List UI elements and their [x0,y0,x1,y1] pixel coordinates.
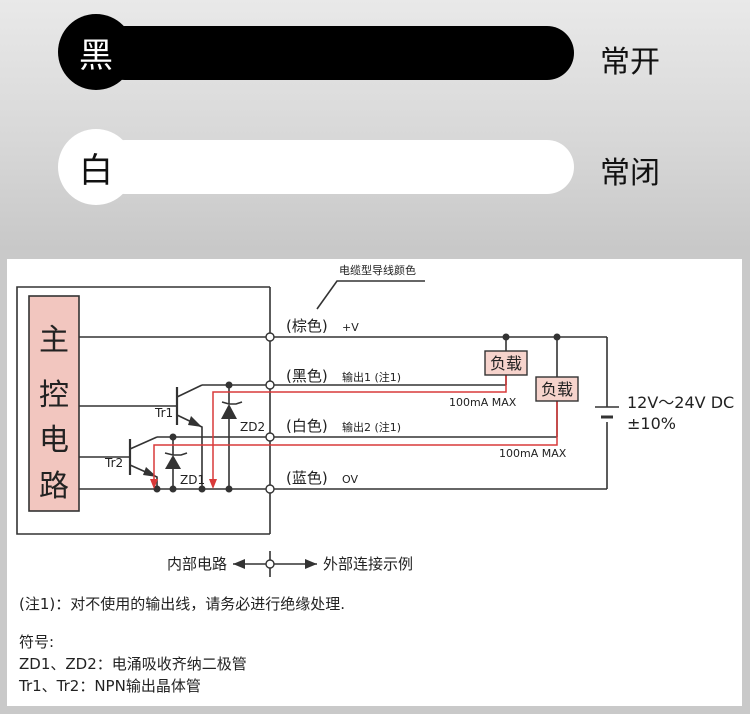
tr2-emitter-arrow [143,467,157,477]
tr2-label: Tr2 [104,456,123,470]
symbols-zener: ZD1、ZD2：电涌吸收齐纳二极管 [19,655,247,673]
wire-white-signal: 输出2 (注1) [342,420,401,434]
load-2-box [535,376,579,402]
junction-dot [225,381,233,389]
supply-voltage: 12V～24V DC [627,393,734,412]
normally-open-label: 常开 [600,45,660,80]
wire-brown-color: (棕色) [286,317,328,335]
zd2-bar [221,401,243,405]
main-circuit-char: 电 [39,423,69,458]
load-1-box [484,350,528,376]
wire-brown-signal: +V [342,321,359,334]
junction-dot [502,333,510,341]
terminal-blue [265,484,275,494]
main-circuit-box [28,295,80,512]
current-arrow-2 [150,479,158,489]
internal-housing-outline [16,286,270,535]
zd2-label: ZD2 [240,420,265,434]
junction-dot [169,433,177,441]
main-circuit-char: 控 [39,378,69,413]
cable-color-caption: 电缆型导线颜色 [339,263,416,277]
supply-tolerance: ±10% [627,414,676,433]
symbols-transistor: Tr1、Tr2：NPN输出晶体管 [18,677,201,695]
zd1-bar [164,452,188,456]
junction-dot [225,485,233,493]
normally-closed-label: 常闭 [600,156,660,191]
current-path-2 [153,401,558,481]
current-rating-2: 100mA MAX [499,447,567,460]
current-rating-1: 100mA MAX [449,396,517,409]
tr1-label: Tr1 [154,406,173,420]
symbols-title: 符号: [19,633,54,651]
terminal-white [265,432,275,442]
wire-color-legend: 黑 常开 白 常闭 [0,0,750,250]
wiring-diagram: 主 控 电 路 负载 负载 电缆型导线颜色 (棕色) +V (黑色) 输出1 (… [16,263,734,695]
white-wire-bar [98,140,574,194]
terminal-black [265,380,275,390]
arrow-right-head [305,559,317,569]
junction-dot [153,485,161,493]
zd1-triangle [165,455,181,469]
internal-circuit-label: 内部电路 [167,555,227,573]
junction-dot [553,333,561,341]
wire-black-color: (黑色) [286,367,328,385]
boundary-marker [265,559,275,569]
tr1-emitter-arrow [188,416,202,427]
main-circuit-char: 主 [39,323,69,358]
load-2-label: 负载 [541,380,573,399]
caption-leader [316,280,425,310]
external-connection-label: 外部连接示例 [323,555,413,573]
load-1-label: 负载 [490,354,522,373]
white-badge: 白 [58,129,134,205]
note-1: (注1)：对不使用的输出线，请务必进行绝缘处理. [19,595,345,613]
wire-blue-color: (蓝色) [286,469,328,487]
wire-blue-signal: OV [342,473,358,486]
tr2-collector [129,436,158,450]
junction-dot [198,485,206,493]
wiring-diagram-panel: 主 控 电 路 负载 负载 电缆型导线颜色 (棕色) +V (黑色) 输出1 (… [7,259,742,706]
current-path-1 [212,375,507,481]
junction-dot [169,485,177,493]
zd2-triangle [221,404,237,419]
wire-black-signal: 输出1 (注1) [342,370,401,384]
arrow-left-head [233,559,245,569]
current-arrow-1 [209,479,217,489]
zd1-label: ZD1 [180,473,205,487]
main-circuit-char: 路 [39,469,69,504]
terminal-brown [265,332,275,342]
black-badge: 黑 [58,14,134,90]
black-wire-bar [98,26,574,80]
wire-white-color: (白色) [286,417,328,435]
tr1-collector [176,384,203,398]
